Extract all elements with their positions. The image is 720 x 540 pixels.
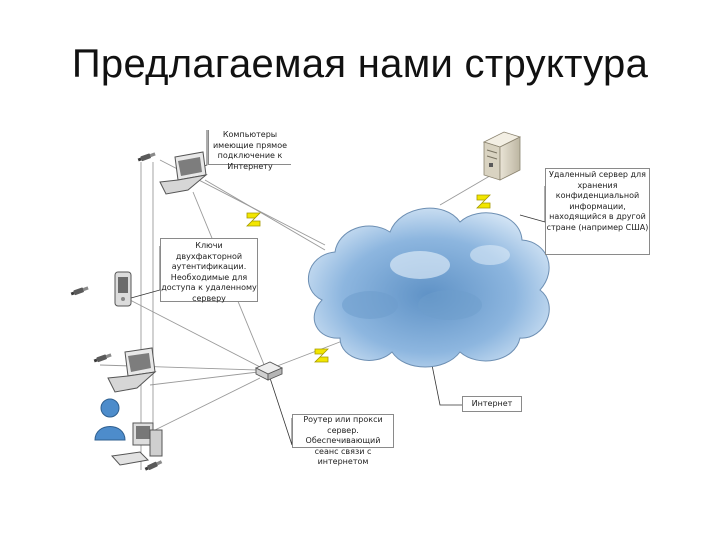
- callout-laptop-direct: Компьютеры имеющие прямое подключение к …: [208, 130, 291, 171]
- link-laptop2-router: [149, 371, 259, 386]
- workstation-icon: [111, 422, 163, 466]
- router-icon: [254, 361, 284, 381]
- laptop-icon: [159, 151, 208, 195]
- user-icon: [94, 398, 126, 441]
- link-laptop-cloud: [204, 179, 326, 251]
- lightning-link-icon: [476, 194, 491, 209]
- server-icon: [482, 131, 522, 181]
- usb-key-icon: [93, 352, 112, 364]
- laptop-icon: [107, 347, 157, 393]
- internet-cloud-icon: [307, 207, 550, 368]
- pda-icon: [114, 271, 132, 307]
- usb-key-icon: [144, 459, 163, 472]
- link-pda-router: [129, 299, 263, 369]
- callout-twofactor-keys: Ключи двухфакторной аутентификации. Необ…: [160, 238, 258, 303]
- link-router-cloud: [271, 339, 346, 369]
- usb-key-icon: [70, 285, 89, 297]
- callout-internet: Интернет: [462, 396, 522, 412]
- callout-remote-server: Удаленный сервер для хранения конфиденци…: [545, 168, 650, 255]
- callout-router: Роутер или прокси сервер. Обеспечивающий…: [292, 414, 394, 466]
- lightning-link-icon: [314, 348, 329, 363]
- link-key2-router: [99, 364, 259, 371]
- lightning-link-icon: [246, 212, 261, 227]
- usb-key-icon: [137, 151, 156, 163]
- link-work-router: [154, 377, 261, 431]
- slide-title: Предлагаемая нами структура: [71, 42, 649, 86]
